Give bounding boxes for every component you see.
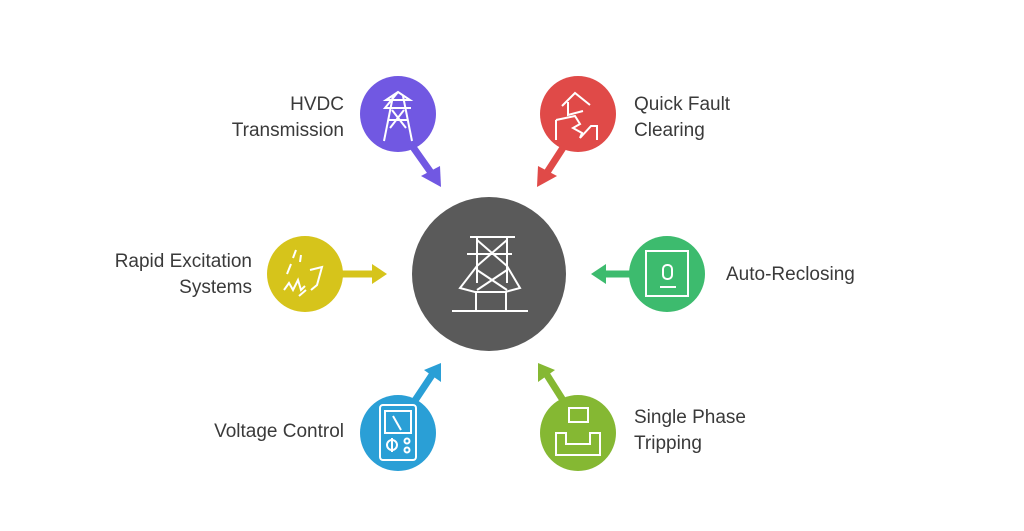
node-single-phase (540, 395, 616, 471)
breaker-icon (555, 407, 601, 456)
label-line: Systems (179, 277, 252, 298)
node-quick-fault (540, 76, 616, 152)
label-line: Single Phase (634, 407, 746, 428)
broken-house-lightning-icon (555, 91, 598, 140)
label-line: HVDC (290, 94, 344, 115)
label-line: Rapid Excitation (114, 251, 252, 272)
node-voltage-control (360, 395, 436, 471)
voltmeter-icon (379, 404, 417, 461)
label-line: Transmission (231, 120, 344, 141)
switch-panel-icon (645, 250, 689, 297)
label-line: Clearing (634, 120, 705, 141)
center-hub (412, 197, 566, 351)
node-auto-reclosing (629, 236, 705, 312)
arrow-auto-reclosing (591, 264, 632, 284)
label-voltage-control: Voltage Control (140, 419, 344, 445)
sparks-icon (283, 249, 324, 297)
arrow-rapid-excitation (340, 264, 387, 284)
label-auto-reclosing: Auto-Reclosing (726, 262, 926, 288)
label-line: Tripping (634, 433, 702, 454)
power-pylon-icon (382, 90, 414, 142)
label-line: Voltage Control (214, 421, 344, 442)
node-rapid-excitation (267, 236, 343, 312)
transmission-tower-icon (452, 236, 528, 312)
label-quick-fault: Quick Fault Clearing (634, 92, 834, 144)
label-line: Auto-Reclosing (726, 264, 855, 285)
label-hvdc: HVDC Transmission (160, 92, 344, 144)
label-rapid-excitation: Rapid Excitation Systems (60, 249, 252, 301)
arrow-voltage-control (409, 363, 441, 407)
node-hvdc (360, 76, 436, 152)
label-line: Quick Fault (634, 94, 731, 115)
label-single-phase: Single Phase Tripping (634, 405, 834, 457)
